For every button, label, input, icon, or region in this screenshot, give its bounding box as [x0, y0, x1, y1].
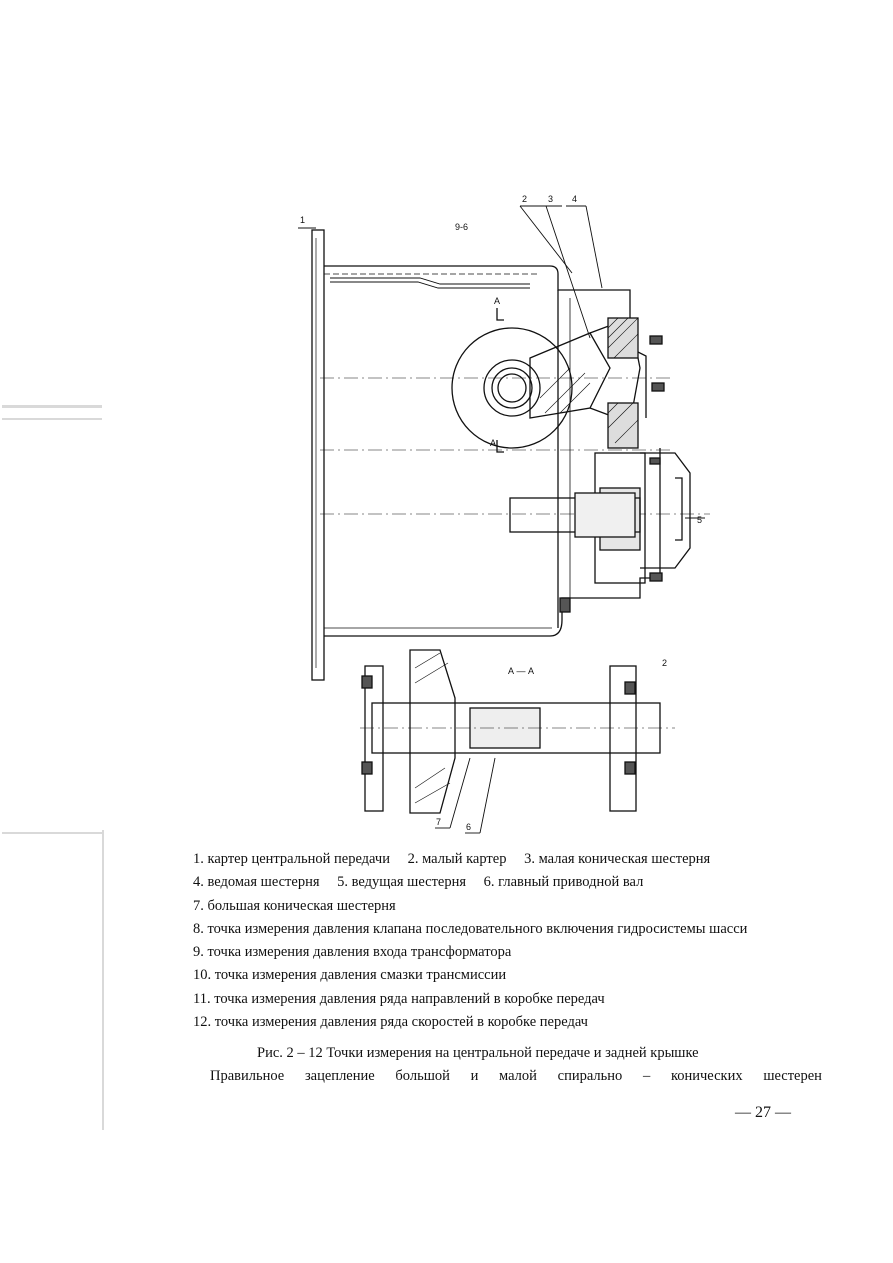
legend-row: 8. точка измерения давления клапана посл…: [193, 918, 833, 941]
legend-item: 8. точка измерения давления клапана посл…: [193, 920, 748, 937]
legend-item: 11. точка измерения давления ряда направ…: [193, 990, 605, 1007]
legend-item: 7. большая коническая шестерня: [193, 897, 396, 914]
legend-row: 1. картер центральной передачи 2. малый …: [193, 848, 833, 871]
legend-item: 6. главный приводной вал: [483, 874, 644, 891]
body-text-line: Правильное зацепление большой и малой сп…: [210, 1068, 822, 1085]
scan-artifact: [102, 830, 104, 1130]
legend-item: 12. точка измерения давления ряда скорос…: [193, 1014, 588, 1031]
scan-artifact: [2, 832, 102, 834]
body-word: –: [642, 1068, 651, 1084]
page-number: — 27 —: [735, 1104, 791, 1121]
body-word: шестерен: [763, 1068, 822, 1084]
body-word: Правильное: [210, 1068, 285, 1084]
legend-row: 10. точка измерения давления смазки тран…: [193, 964, 833, 987]
drawing-code: 9-6: [455, 222, 468, 232]
legend-row: 12. точка измерения давления ряда скорос…: [193, 1011, 833, 1034]
legend-item: 4. ведомая шестерня: [193, 874, 320, 891]
body-word: малой: [499, 1068, 537, 1084]
legend-item: 2. малый картер: [407, 851, 507, 867]
callout-4: 4: [572, 194, 577, 204]
legend-item: 5. ведущая шестерня: [337, 874, 467, 891]
legend-item: 10. точка измерения давления смазки тран…: [193, 967, 507, 984]
callout-2: 2: [522, 194, 527, 204]
legend-row: 9. точка измерения давления входа трансф…: [193, 941, 833, 964]
legend-item: 9. точка измерения давления входа трансф…: [193, 944, 512, 961]
legend-item: 3. малая коническая шестерня: [524, 851, 711, 867]
callout-5: 5: [697, 515, 702, 525]
body-word: зацепление: [304, 1068, 375, 1084]
callout-3: 3: [548, 194, 553, 204]
callout-7: 7: [436, 817, 441, 827]
legend-item: 1. картер центральной передачи: [193, 851, 390, 867]
legend-row: 11. точка измерения давления ряда направ…: [193, 988, 833, 1011]
legend-row: 4. ведомая шестерня 5. ведущая шестерня …: [193, 871, 833, 894]
corner-mark: 2: [662, 658, 667, 668]
body-word: большой: [395, 1068, 450, 1084]
body-word: спирально: [557, 1068, 623, 1084]
section-mark-top: А: [494, 296, 500, 306]
body-word: конических: [670, 1068, 743, 1084]
technical-drawing: 1 2 3 4 5 6 7 А А А — А 9-6 2: [298, 194, 710, 834]
callout-6: 6: [466, 822, 471, 832]
figure-caption: Рис. 2 – 12 Точки измерения на центральн…: [257, 1045, 699, 1061]
section-mark-bottom: А: [490, 438, 496, 448]
callout-1: 1: [300, 215, 305, 225]
body-word: и: [470, 1068, 479, 1084]
legend-row: 7. большая коническая шестерня: [193, 895, 833, 918]
scan-artifact: [2, 405, 102, 408]
section-title: А — А: [508, 666, 534, 676]
figure-legend: 1. картер центральной передачи 2. малый …: [193, 848, 833, 1034]
scan-artifact: [2, 418, 102, 420]
